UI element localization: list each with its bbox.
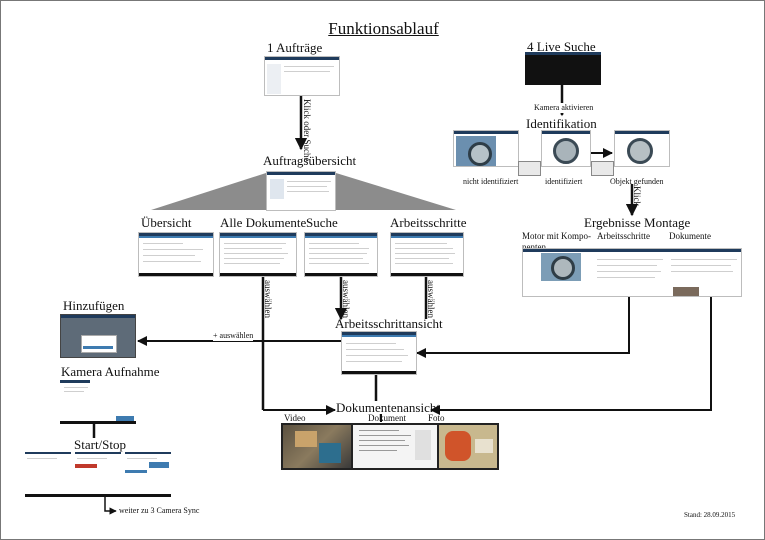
node-uebersicht-label: Übersicht: [141, 215, 192, 230]
screen-arbeitsschritte: [390, 232, 464, 277]
label-klick: Klick: [632, 186, 642, 206]
screen-dokumentenansicht: [281, 423, 499, 470]
label-ergebnisse-arbeitsschritte: Arbeitsschritte: [597, 231, 650, 241]
screen-start-stop: [25, 452, 171, 497]
screen-kamera-aufnahme: [60, 380, 136, 424]
node-dokumentenansicht-label: Dokumentenansicht: [336, 400, 440, 415]
screen-identifiziert: [541, 130, 591, 167]
arrow-ergebnisse-to-dokumentenansicht: [430, 297, 712, 415]
screen-objekt-gefunden: [614, 130, 670, 167]
label-plus-auswaehlen: + auswählen: [213, 331, 254, 341]
label-auswaehlen-alle-dokumente: auswählen: [263, 280, 273, 318]
node-ergebnisse-montage-label: Ergebnisse Montage: [584, 215, 691, 230]
node-arbeitsschritte-label: Arbeitsschritte: [390, 215, 467, 230]
diagram-title: Funktionsablauf: [328, 19, 439, 38]
screen-nicht-identifiziert: [453, 130, 519, 167]
screen-auftraege: [264, 56, 340, 96]
label-dokument: Dokument: [368, 413, 406, 423]
thumb-identify-step: [518, 161, 541, 176]
screen-uebersicht: [138, 232, 214, 277]
node-live-suche-label: 4 Live Suche: [527, 39, 596, 54]
arrow-ergebnisse-to-arbeitsschrittansicht: [416, 297, 630, 358]
label-video: Video: [284, 413, 306, 423]
node-kamera-aufnahme-label: Kamera Aufnahme: [61, 364, 160, 379]
node-start-stop-label: Start/Stop: [74, 437, 127, 452]
node-arbeitsschrittansicht-label: Arbeitsschrittansicht: [335, 316, 443, 331]
node-auftragsuebersicht-label: Auftragsübersicht: [263, 153, 357, 168]
screen-alle-dokumente: [219, 232, 297, 277]
label-kamera-aktivieren: Kamera aktivieren: [534, 103, 594, 113]
node-auftraege-label: 1 Aufträge: [267, 40, 323, 55]
camera-view-photo: [456, 136, 496, 166]
screen-hinzufuegen: [60, 314, 136, 358]
label-nicht-identifiziert: nicht identifiziert: [463, 177, 519, 186]
thumb-found-step: [591, 161, 614, 176]
screen-auftragsuebersicht: [266, 171, 336, 211]
arrow-weiter: [104, 497, 117, 515]
node-suche-label: Suche: [306, 215, 338, 230]
label-foto: Foto: [428, 413, 445, 423]
photo-thumbnail: [439, 425, 497, 468]
document-thumbnail: [353, 425, 437, 468]
node-hinzufuegen-label: Hinzufügen: [63, 298, 125, 313]
label-ergebnisse-dokumente: Dokumente: [669, 231, 711, 241]
screen-suche: [304, 232, 378, 277]
node-identifikation-label: Identifikation: [526, 116, 597, 131]
label-objekt-gefunden: Objekt gefunden: [610, 177, 664, 186]
label-motor-komponenten: Motor mit Kompo- nenten: [522, 231, 591, 252]
screen-arbeitsschrittansicht: [341, 331, 417, 375]
label-auswaehlen-suche: auswählen: [341, 280, 351, 318]
screen-ergebnisse-montage: [522, 248, 742, 297]
stand-date: Stand: 28.09.2015: [684, 511, 736, 519]
label-auswaehlen-arbeitsschritte: auswählen: [426, 280, 436, 318]
video-thumbnail: [283, 425, 351, 468]
screen-live-camera: [525, 52, 601, 85]
node-alle-dokumente-label: Alle Dokumente: [220, 215, 307, 230]
label-weiter-camera-sync: weiter zu 3 Camera Sync: [119, 506, 200, 515]
label-identifiziert: identifiziert: [545, 177, 583, 186]
